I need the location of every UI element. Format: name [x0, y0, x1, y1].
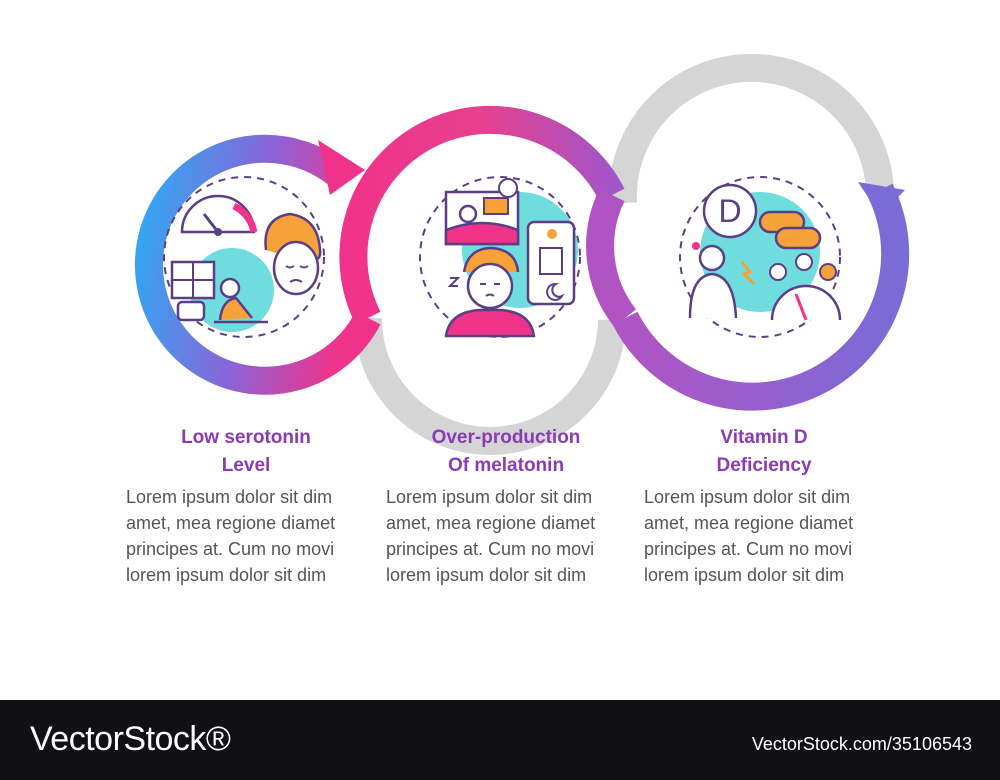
ribbon-gray-segments	[353, 53, 894, 455]
ribbon-segment-3	[612, 183, 910, 411]
ribbon-arrow-1	[318, 140, 365, 195]
vectorstock-logo: VectorStock®	[30, 720, 231, 758]
step-title: Low serotonin Level	[181, 427, 311, 476]
sleepiness-icon	[419, 176, 581, 338]
ribbon-arrow-3	[858, 182, 905, 215]
vitamin-letter: D	[718, 193, 741, 229]
step-description: Lorem ipsum dolor sit dim amet, mea regi…	[644, 487, 854, 585]
step-description: Lorem ipsum dolor sit dim amet, mea regi…	[386, 487, 596, 585]
watermark-footer: VectorStock® VectorStock.com/35106543	[0, 700, 1000, 780]
ribbon-segment-2	[339, 105, 625, 325]
step-low-serotonin: Low serotonin Level Lorem ipsum dolor si…	[126, 424, 366, 588]
step-vitamin-d: Vitamin D Deficiency Lorem ipsum dolor s…	[644, 424, 884, 588]
step-melatonin: Over-production Of melatonin Lorem ipsum…	[386, 424, 626, 588]
ribbon-segment-1	[134, 134, 381, 395]
depression-icon	[163, 176, 325, 338]
ribbon-diagram: D	[134, 53, 910, 455]
image-id: VectorStock.com/35106543	[751, 734, 972, 754]
ribbon-segment-2b	[586, 188, 637, 327]
vitamin-d-icon: D	[679, 176, 842, 338]
step-description: Lorem ipsum dolor sit dim amet, mea regi…	[126, 487, 336, 585]
step-title: Over-production Of melatonin	[431, 427, 581, 476]
step-title: Vitamin D Deficiency	[716, 427, 812, 476]
infographic: D Low serotonin Level Lorem ipsum dolor …	[126, 53, 910, 588]
